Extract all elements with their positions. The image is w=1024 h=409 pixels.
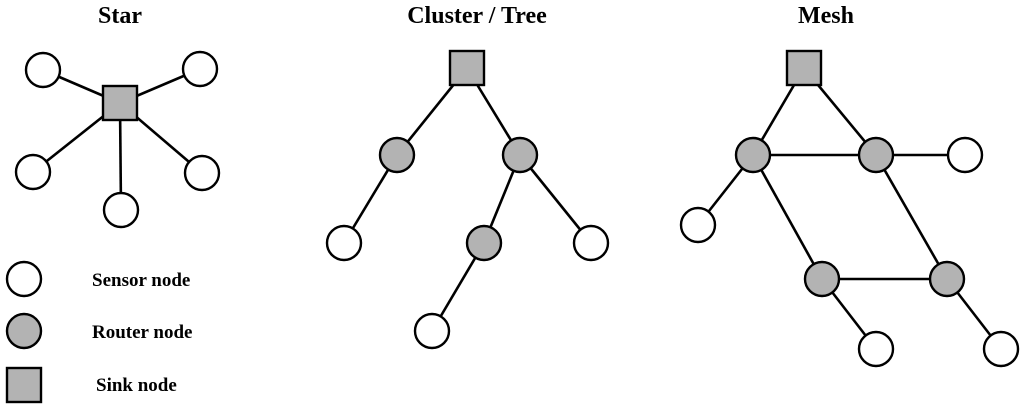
- legend: Sensor node Router node Sink node: [5, 260, 192, 404]
- edge: [874, 154, 949, 280]
- legend-label-sink: Sink node: [96, 375, 177, 396]
- router-node: [734, 136, 772, 174]
- sensor-node: [24, 51, 62, 89]
- router-node-swatch: [5, 312, 43, 350]
- sink-node-swatch: [5, 366, 43, 404]
- sensor-node: [679, 206, 717, 244]
- sensor-node-swatch: [5, 260, 43, 298]
- edge: [751, 154, 824, 280]
- sensor-node: [102, 191, 140, 229]
- router-node: [803, 260, 841, 298]
- tree-topology: [325, 49, 610, 350]
- star-topology: [14, 50, 221, 229]
- sensor-node: [183, 154, 221, 192]
- router-node: [928, 260, 966, 298]
- router-node: [501, 136, 539, 174]
- router-node: [465, 224, 503, 262]
- router-node: [378, 136, 416, 174]
- legend-item-sensor: Sensor node: [5, 260, 190, 298]
- legend-label-router: Router node: [92, 322, 192, 343]
- legend-item-router: Router node: [5, 312, 192, 350]
- router-node: [857, 136, 895, 174]
- sensor-node: [572, 224, 610, 262]
- star-title: Star: [98, 3, 142, 29]
- sink-node: [448, 49, 486, 87]
- sensor-node: [181, 50, 219, 88]
- sink-node: [785, 49, 823, 87]
- tree-edges: [342, 67, 593, 332]
- tree-title: Cluster / Tree: [407, 3, 547, 29]
- legend-label-sensor: Sensor node: [92, 270, 190, 291]
- legend-item-sink: Sink node: [5, 366, 177, 404]
- edge: [518, 154, 593, 244]
- sensor-node: [982, 330, 1020, 368]
- mesh-topology: [679, 49, 1020, 368]
- sensor-node: [14, 153, 52, 191]
- mesh-title: Mesh: [798, 3, 854, 29]
- sink-node: [101, 84, 139, 122]
- sensor-node: [413, 312, 451, 350]
- sensor-node: [946, 136, 984, 174]
- mesh-edges: [696, 67, 1003, 350]
- sensor-node: [325, 224, 363, 262]
- sensor-node: [857, 330, 895, 368]
